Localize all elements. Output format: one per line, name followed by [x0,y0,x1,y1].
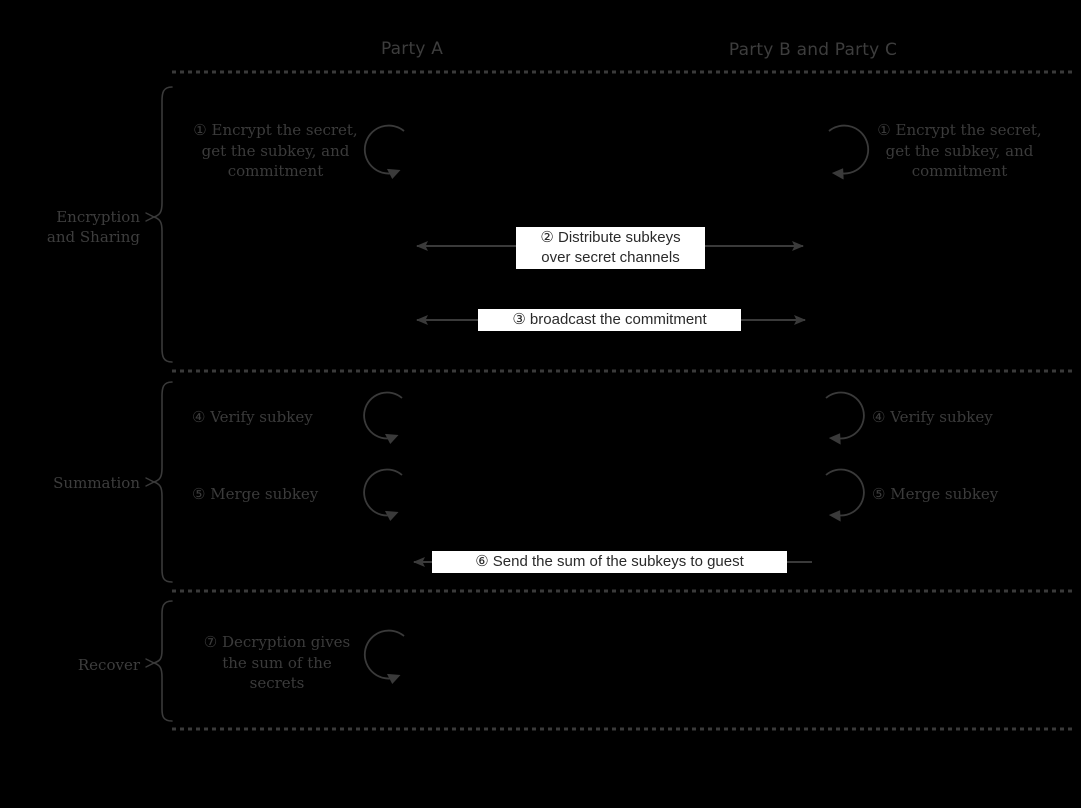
brace-encryption-and-sharing [145,86,173,363]
column-header-party-bc: Party B and Party C [728,40,898,60]
step-text-right-5: ⑤ Merge subkey [872,485,999,503]
brace-summation [145,381,173,583]
step-text-left-4: ④ Verify subkey [192,408,313,426]
column-header-party-a: Party A [380,39,444,59]
phase-label-summation: Summation [53,474,140,492]
step-text-left-5: ⑤ Merge subkey [192,485,319,503]
step-text-right-4: ④ Verify subkey [872,408,993,426]
self-loop-arrow-right-4 [825,391,865,445]
message-label-3: ③ broadcast the commitment [478,309,741,331]
phase-label-recover: Recover [77,656,140,674]
message-label-2: ② Distribute subkeys over secret channel… [516,227,705,269]
brace-recover [145,600,173,722]
step-text-left-7: ⑦ Decryption gives the sum of the secret… [203,633,351,693]
step-text-right-1: ① Encrypt the secret, get the subkey, an… [877,121,1042,181]
self-loop-arrow-right-5 [825,468,865,522]
phase-label-encryption-and-sharing: Encryption and Sharing [46,208,140,247]
message-label-6: ⑥ Send the sum of the subkeys to guest [432,551,787,573]
self-loop-arrow-left-4 [363,391,403,445]
self-loop-arrow-left-5 [363,468,403,522]
step-text-left-1: ① Encrypt the secret, get the subkey, an… [193,121,358,181]
